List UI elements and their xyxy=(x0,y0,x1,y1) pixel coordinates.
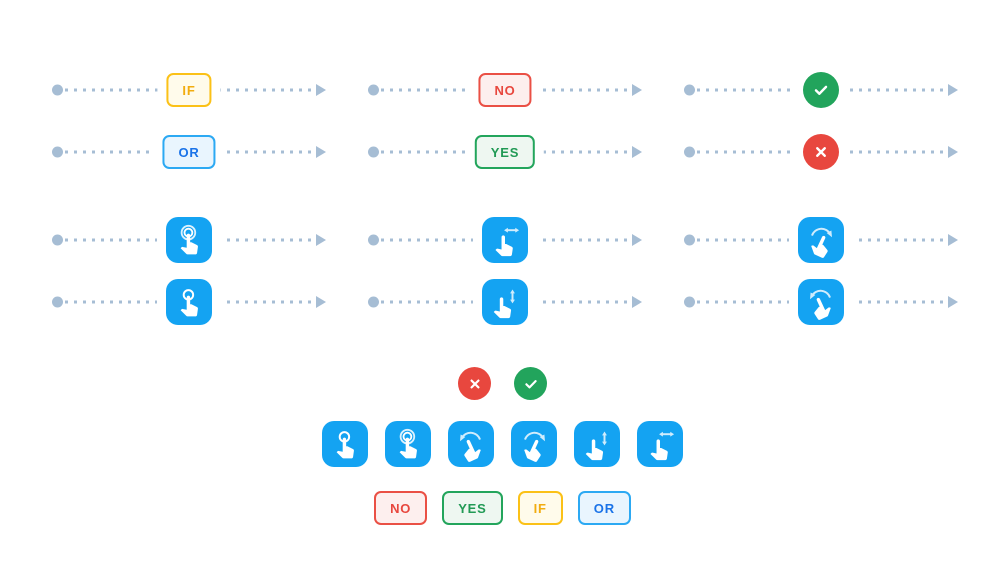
tap-icon xyxy=(322,421,368,467)
swipe-vertical-icon xyxy=(574,421,620,467)
line-start-dot xyxy=(368,234,379,246)
swipe-horizontal-icon xyxy=(637,421,683,467)
double-tap-icon xyxy=(166,217,212,263)
flow-line-no: NO xyxy=(368,66,642,114)
legend-badge-row: NO YES IF OR xyxy=(374,491,631,525)
no-badge: NO xyxy=(374,491,428,525)
arrowhead-icon xyxy=(316,296,326,308)
line-start-dot xyxy=(368,146,379,158)
flow-line-if: IF xyxy=(52,66,326,114)
flow-line-rotate-counterclockwise xyxy=(684,278,958,326)
cross-icon xyxy=(458,367,491,400)
if-badge: IF xyxy=(517,491,563,525)
or-badge: OR xyxy=(162,135,216,169)
flow-line-or: OR xyxy=(52,128,326,176)
flow-line-swipe-vertical xyxy=(368,278,642,326)
legend-gesture-row xyxy=(322,421,683,467)
arrowhead-icon xyxy=(632,84,642,96)
flow-line-success xyxy=(684,66,958,114)
line-start-dot xyxy=(52,84,63,96)
tap-icon xyxy=(166,279,212,325)
line-start-dot xyxy=(368,84,379,96)
arrowhead-icon xyxy=(316,234,326,246)
line-start-dot xyxy=(684,146,695,158)
arrowhead-icon xyxy=(632,234,642,246)
yes-badge: YES xyxy=(474,135,536,169)
check-icon xyxy=(514,367,547,400)
arrowhead-icon xyxy=(316,146,326,158)
flow-row-3 xyxy=(52,216,1005,264)
check-icon xyxy=(803,72,839,108)
line-start-dot xyxy=(684,234,695,246)
arrowhead-icon xyxy=(948,84,958,96)
no-badge: NO xyxy=(478,73,532,107)
flow-line-rotate-clockwise xyxy=(684,216,958,264)
if-badge: IF xyxy=(166,73,212,107)
rotate-counterclockwise-icon xyxy=(448,421,494,467)
rotate-counterclockwise-icon xyxy=(798,279,844,325)
double-tap-icon xyxy=(385,421,431,467)
flow-line-tap xyxy=(52,278,326,326)
flow-grid: IF NO OR xyxy=(52,66,1005,326)
rotate-clockwise-icon xyxy=(511,421,557,467)
flow-line-swipe-horizontal xyxy=(368,216,642,264)
yes-badge: YES xyxy=(442,491,503,525)
line-start-dot xyxy=(52,146,63,158)
line-start-dot xyxy=(368,296,379,308)
arrowhead-icon xyxy=(632,146,642,158)
flow-line-yes: YES xyxy=(368,128,642,176)
swipe-horizontal-icon xyxy=(482,217,528,263)
flow-row-2: OR YES xyxy=(52,128,1005,176)
line-start-dot xyxy=(684,84,695,96)
flow-row-4 xyxy=(52,278,1005,326)
arrowhead-icon xyxy=(316,84,326,96)
swipe-vertical-icon xyxy=(482,279,528,325)
flow-line-error xyxy=(684,128,958,176)
line-start-dot xyxy=(52,234,63,246)
rotate-clockwise-icon xyxy=(798,217,844,263)
arrowhead-icon xyxy=(948,234,958,246)
line-start-dot xyxy=(684,296,695,308)
or-badge: OR xyxy=(577,491,631,525)
line-start-dot xyxy=(52,296,63,308)
legend: NO YES IF OR xyxy=(0,367,1005,525)
arrowhead-icon xyxy=(948,146,958,158)
legend-status-row xyxy=(458,367,547,400)
flow-line-double-tap xyxy=(52,216,326,264)
cross-icon xyxy=(803,134,839,170)
arrowhead-icon xyxy=(948,296,958,308)
arrowhead-icon xyxy=(632,296,642,308)
flow-row-1: IF NO xyxy=(52,66,1005,114)
